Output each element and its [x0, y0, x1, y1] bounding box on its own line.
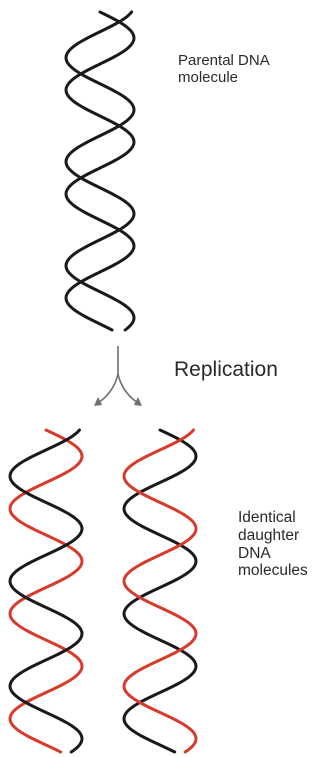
daughter-left-strand-2-original [10, 430, 82, 752]
daughter-label-line-2: daughter [238, 527, 308, 545]
parental-strand-2-original [66, 12, 134, 330]
replication-label: Replication [174, 358, 278, 382]
daughter-dna-label: Identical daughter DNA molecules [238, 509, 308, 580]
daughter-left-strand-1-new [10, 430, 82, 752]
parental-label-line-2: molecule [178, 69, 270, 86]
parental-dna-helix [66, 12, 134, 330]
parental-dna-label: Parental DNA molecule [178, 52, 270, 87]
daughter-right-strand-1-original [124, 430, 196, 752]
arrow-left-branch [98, 374, 118, 403]
daughter-label-line-4: molecules [238, 562, 308, 580]
daughter-dna-helix-left [10, 430, 82, 752]
arrow-right-branch [118, 374, 138, 403]
parental-label-line-1: Parental DNA [178, 52, 270, 69]
replication-arrow [94, 346, 142, 406]
parental-strand-1-original [66, 12, 134, 330]
daughter-right-strand-2-new [124, 430, 196, 752]
daughter-dna-helix-right [124, 430, 196, 752]
daughter-label-line-3: DNA [238, 545, 308, 563]
daughter-label-line-1: Identical [238, 509, 308, 527]
